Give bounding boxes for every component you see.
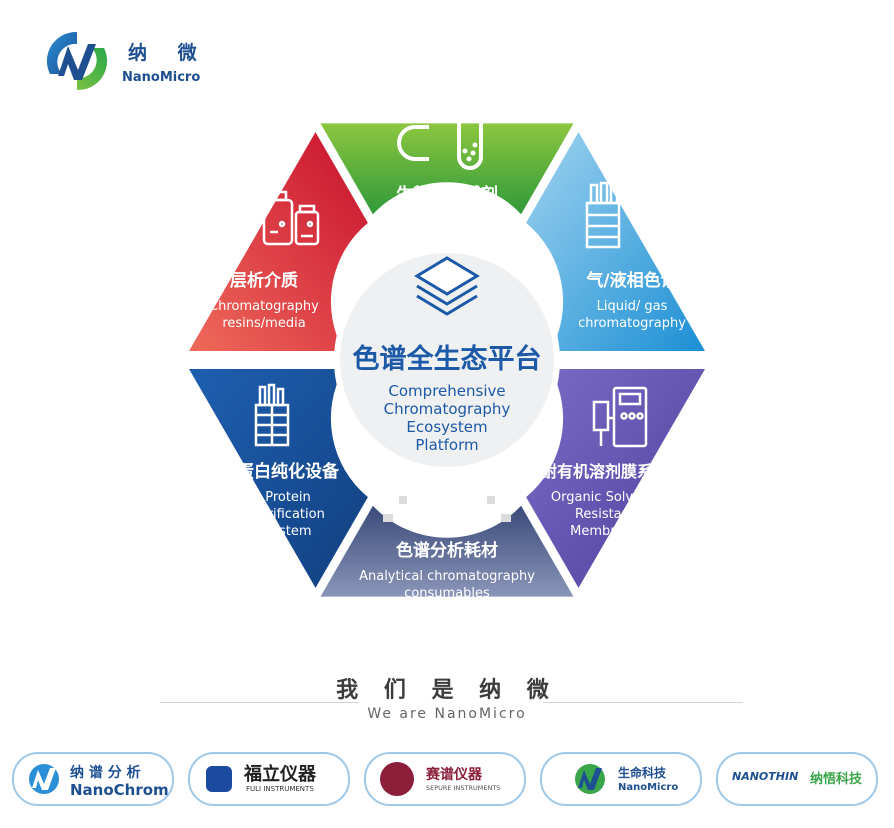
brand-sepure-en: SEPURE INSTRUMENTS — [426, 784, 501, 792]
segment-label-cn-ivd: 生物检测试剂 — [396, 184, 498, 205]
footer-divider-right — [543, 702, 743, 703]
logo-cn-text: 纳 微 — [128, 42, 209, 64]
center-title: 色谱全生态平台 — [353, 343, 542, 375]
resins-icon-group — [262, 190, 320, 246]
gas-icon-group — [585, 181, 621, 249]
segment-consumables[interactable] — [320, 505, 574, 597]
segment-label-en-resins: resins/media — [222, 316, 305, 331]
center-circle[interactable] — [334, 247, 560, 473]
segment-label-cn-consumables: 色谱分析耗材 — [396, 540, 498, 561]
brand-fuli-en: FULI INSTRUMENTS — [246, 785, 314, 793]
nanochrom-logo-icon — [29, 764, 59, 794]
segment-label-cn-gas: 气/液相色谱 — [585, 270, 677, 291]
segment-label-en-protein: Protein — [265, 490, 311, 505]
segment-labels: 生物检测试剂 IVD 气/液相色谱 Liquid/ gas chromatography… — [209, 184, 686, 601]
nanomicro-logo-icon — [46, 31, 108, 91]
brand-nanochrom-en: NanoChrom — [70, 781, 169, 799]
brand-nanothin-en: NANOTHIN — [732, 770, 799, 783]
brand-lifesci-en: NanoMicro — [618, 782, 679, 793]
segment-label-cn-protein: 蛋白纯化设备 — [237, 461, 340, 482]
footer-divider-left — [160, 702, 358, 703]
center-subtitle: ComprehensiveChromatographyEcosystemPlat… — [384, 382, 511, 454]
segment-label-en-membrane: Membrane — [570, 524, 640, 539]
segment-label-cn-membrane: 耐有机溶剂膜系统 — [541, 462, 669, 481]
center-subtitle-line: Comprehensive — [388, 382, 505, 400]
consumables-icon-group — [383, 496, 511, 522]
center-subtitle-line: Platform — [415, 436, 478, 454]
segment-membrane[interactable] — [526, 369, 705, 588]
column-icon — [383, 496, 511, 522]
segment-protein[interactable] — [189, 369, 368, 588]
sepure-logo-icon — [380, 762, 414, 796]
brand-nanochrom-cn: 纳 谱 分 析 — [70, 765, 141, 781]
lifesci-logo-icon — [575, 764, 605, 794]
chromatograph-icon — [585, 181, 621, 249]
brand-nanothin-cn: 纳悟科技 — [810, 772, 863, 787]
purification-system-icon — [254, 383, 290, 447]
brand-fuli[interactable]: 福立仪器 FULI INSTRUMENTS — [188, 752, 350, 806]
segment-label-en-gas: Liquid/ gas — [597, 299, 668, 314]
segment-resins[interactable] — [189, 132, 368, 351]
segment-gas[interactable] — [526, 132, 705, 351]
center-subtitle-line: Ecosystem — [406, 418, 487, 436]
footer-title-en: We are NanoMicro — [367, 706, 527, 722]
segment-label-en-consumables: consumables — [404, 586, 490, 601]
ecosystem-wheel: 生物检测试剂 IVD 气/液相色谱 Liquid/ gas chromatography… — [189, 123, 705, 601]
segment-label-cn-resins: 层析介质 — [230, 270, 298, 291]
center-subtitle-line: Chromatography — [384, 400, 511, 418]
membrane-system-icon — [592, 386, 648, 448]
segment-label-en-protein: purification — [251, 507, 325, 522]
logo-en-text: NanoMicro — [122, 70, 201, 85]
fuli-logo-icon — [206, 766, 232, 792]
protein-icon-group — [254, 383, 290, 447]
brand-nanothin[interactable]: NANOTHIN 纳悟科技 — [716, 752, 878, 806]
bottles-icon — [262, 190, 320, 246]
segment-label-en-membrane: Organic Solvent- — [551, 490, 660, 505]
segment-label-en-gas: chromatography — [578, 316, 686, 331]
magnet-tube-icon — [397, 123, 483, 170]
segment-label-en-consumables: Analytical chromatography — [359, 569, 535, 584]
segment-ivd[interactable] — [320, 123, 574, 215]
membrane-icon-group — [592, 386, 648, 448]
layers-icon — [414, 256, 480, 316]
brand-sepure[interactable]: 赛谱仪器 SEPURE INSTRUMENTS — [364, 752, 526, 806]
segment-label-en-membrane: Resistant — [575, 507, 635, 522]
brand-nanochrom[interactable]: 纳 谱 分 析 NanoChrom — [12, 752, 174, 806]
segment-label-en-ivd: IVD — [436, 213, 459, 228]
segment-label-en-resins: Chromatography — [209, 299, 319, 314]
ivd-icon-group — [397, 123, 483, 170]
segment-label-en-protein: system — [265, 524, 312, 539]
footer-title-cn: 我 们 是 纳 微 — [336, 678, 558, 703]
nanomicro-logo[interactable]: 纳 微 NanoMicro — [44, 30, 214, 92]
segments-layer — [189, 123, 705, 597]
brand-sepure-cn: 赛谱仪器 — [426, 767, 482, 783]
brand-lifesci[interactable]: 生命科技 NanoMicro — [540, 752, 702, 806]
brand-lifesci-cn: 生命科技 — [618, 766, 667, 780]
brand-fuli-cn: 福立仪器 — [244, 764, 316, 785]
